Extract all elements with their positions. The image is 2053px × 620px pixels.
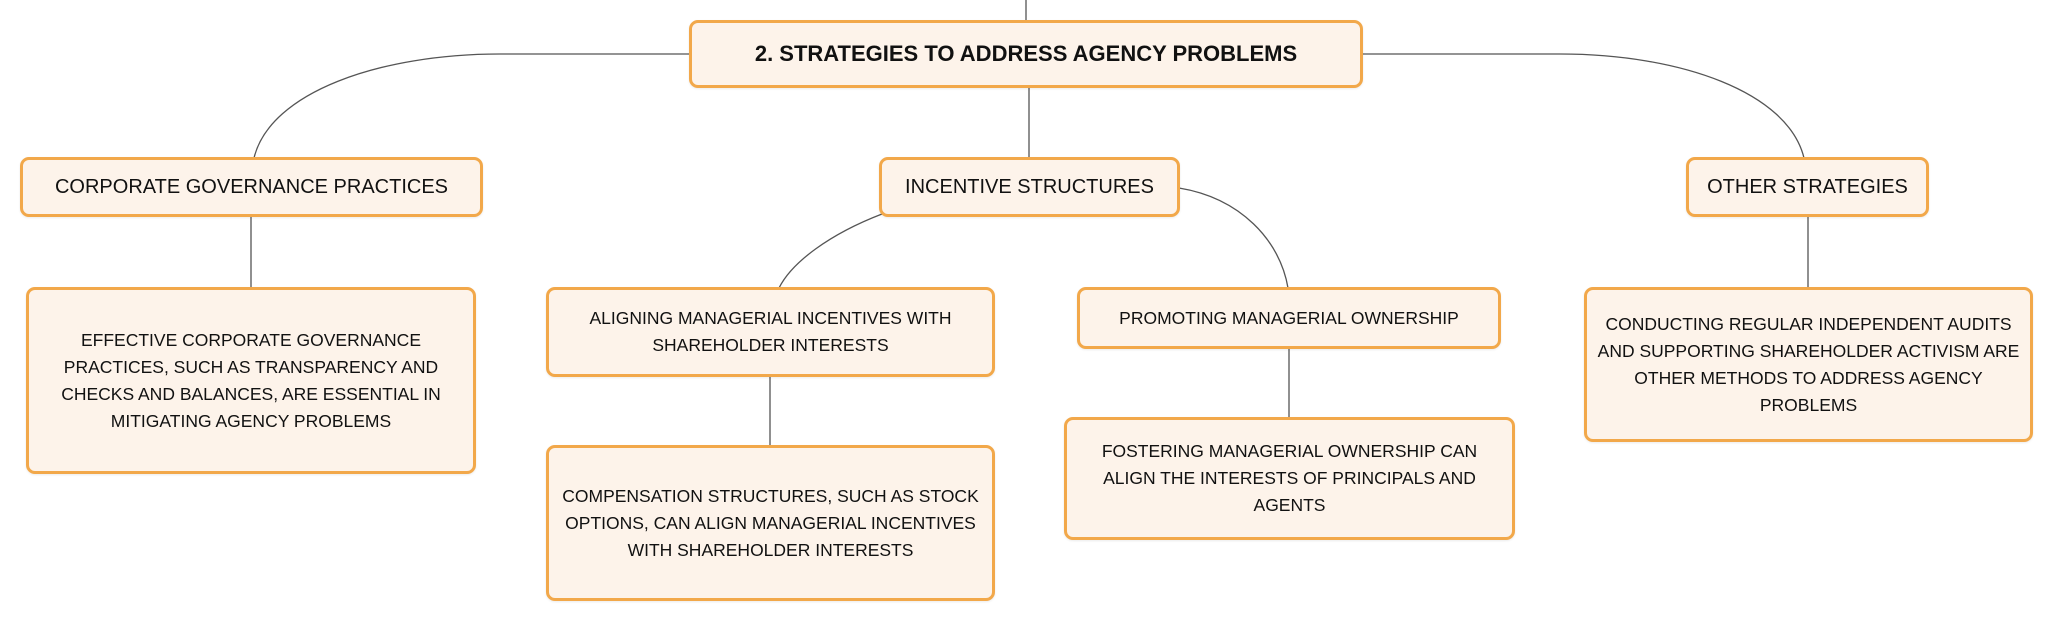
aligning-incentives-node[interactable]: ALIGNING MANAGERIAL INCENTIVES WITH SHAR…: [546, 287, 995, 377]
connector-root-to-other: [1363, 53, 1805, 159]
aligning-incentives-label: ALIGNING MANAGERIAL INCENTIVES WITH SHAR…: [589, 308, 952, 355]
root-label: 2. STRATEGIES TO ADDRESS AGENCY PROBLEMS: [754, 41, 1298, 66]
connector-incentives-to-aligning: [778, 213, 883, 289]
compensation-detail-text: COMPENSATION STRUCTURES, SUCH AS STOCK O…: [562, 485, 979, 560]
ownership-detail-node[interactable]: FOSTERING MANAGERIAL OWNERSHIP CAN ALIGN…: [1064, 417, 1515, 540]
governance-detail-text: EFFECTIVE CORPORATE GOVERNANCE PRACTICES…: [61, 329, 441, 431]
promoting-ownership-node[interactable]: PROMOTING MANAGERIAL OWNERSHIP: [1077, 287, 1501, 349]
other-strategies-detail-text: CONDUCTING REGULAR INDEPENDENT AUDITS AN…: [1597, 313, 2020, 415]
other-strategies-label: OTHER STRATEGIES: [1707, 175, 1908, 198]
other-strategies-node[interactable]: OTHER STRATEGIES: [1686, 157, 1929, 217]
ownership-detail-text: FOSTERING MANAGERIAL OWNERSHIP CAN ALIGN…: [1101, 441, 1478, 515]
other-strategies-detail-node[interactable]: CONDUCTING REGULAR INDEPENDENT AUDITS AN…: [1584, 287, 2033, 442]
connector-root-to-governance: [253, 53, 689, 159]
connector-incentives-to-ownership: [1178, 187, 1289, 289]
governance-detail-node[interactable]: EFFECTIVE CORPORATE GOVERNANCE PRACTICES…: [26, 287, 476, 474]
promoting-ownership-label: PROMOTING MANAGERIAL OWNERSHIP: [1119, 307, 1459, 328]
governance-node[interactable]: CORPORATE GOVERNANCE PRACTICES: [20, 157, 483, 217]
governance-label: CORPORATE GOVERNANCE PRACTICES: [54, 175, 449, 198]
compensation-detail-node[interactable]: COMPENSATION STRUCTURES, SUCH AS STOCK O…: [546, 445, 995, 601]
incentives-label: INCENTIVE STRUCTURES: [905, 175, 1154, 198]
incentives-node[interactable]: INCENTIVE STRUCTURES: [879, 157, 1180, 217]
root-node[interactable]: 2. STRATEGIES TO ADDRESS AGENCY PROBLEMS: [689, 20, 1363, 88]
